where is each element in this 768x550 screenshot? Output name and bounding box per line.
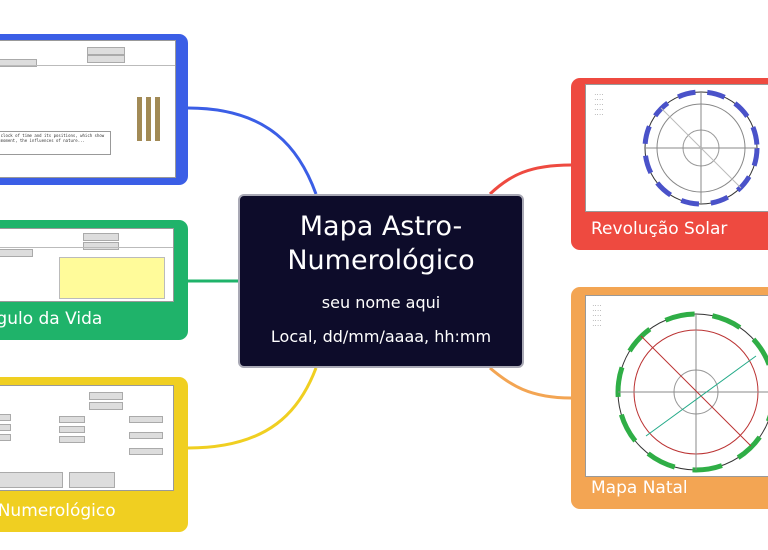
connector-natal <box>490 368 571 398</box>
branch-label: Mapa Numerológico <box>0 496 188 526</box>
topic-mapa-numerologico[interactable]: Mapa Numerológico <box>0 377 188 532</box>
branch-label: Mapa do Tempo <box>0 149 188 179</box>
branch-label: Mapa Natal <box>591 473 768 503</box>
connector-num <box>188 368 316 448</box>
central-topic[interactable]: Mapa Astro- Numerológico seu nome aqui L… <box>238 194 524 368</box>
connector-clock <box>188 108 316 194</box>
topic-mapa-do-tempo[interactable]: The clock of time and its positions, whi… <box>0 34 188 185</box>
screenshot-thumbnail: .................... <box>585 295 768 477</box>
central-title: Mapa Astro- Numerológico <box>240 210 522 278</box>
screenshot-thumbnail <box>0 228 174 302</box>
screenshot-thumbnail <box>0 385 174 491</box>
central-location: Local, dd/mm/aaaa, hh:mm <box>240 327 522 346</box>
connector-solar <box>490 165 571 194</box>
topic-revolucao-solar[interactable]: .................... Revolução Solar <box>571 78 768 250</box>
branch-label: Revolução Solar <box>591 214 768 244</box>
central-subtitle: seu nome aqui <box>240 293 522 312</box>
branch-label: Ângulo da Vida <box>0 304 188 334</box>
topic-mapa-natal[interactable]: .................... Mapa Natal <box>571 287 768 509</box>
topic-angulo-da-vida[interactable]: Ângulo da Vida <box>0 220 188 340</box>
screenshot-thumbnail: .................... <box>585 84 768 212</box>
